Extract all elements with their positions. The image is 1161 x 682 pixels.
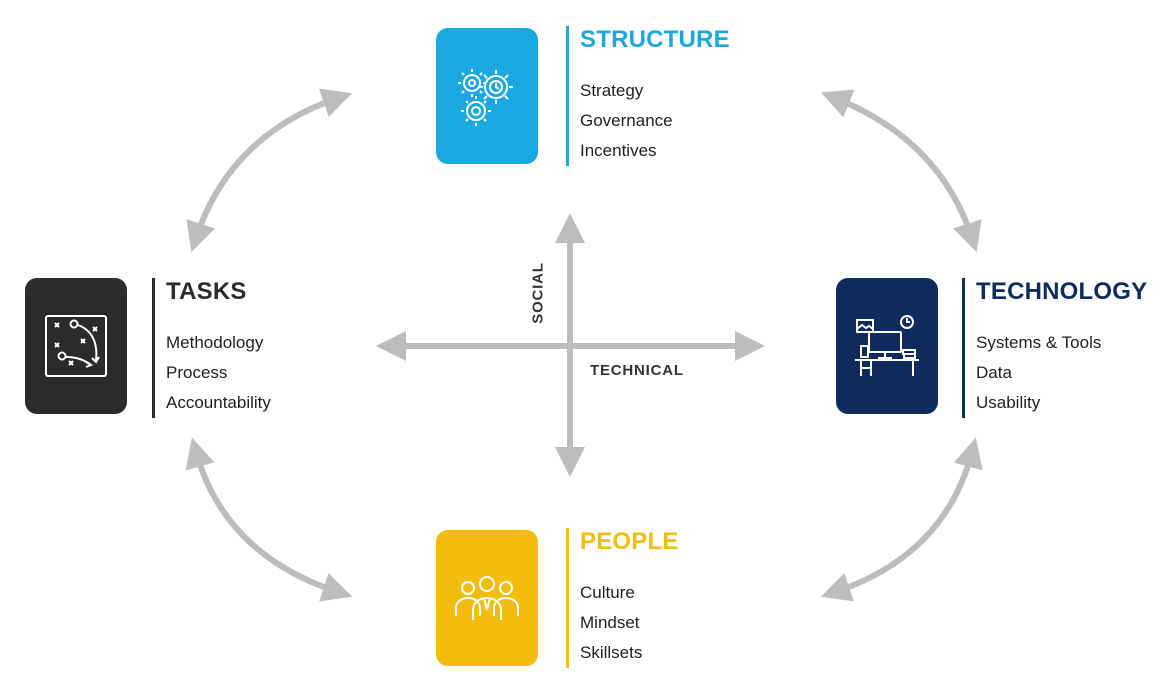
structure-item: Strategy <box>580 81 644 100</box>
tasks-item: Process <box>166 363 228 382</box>
technology-item: Systems & Tools <box>976 333 1102 352</box>
technology-item: Usability <box>976 393 1041 412</box>
arrow-tasks-people <box>185 437 353 602</box>
tasks-block: TASKS Methodology Process Accountability <box>152 278 271 418</box>
structure-item: Governance <box>580 111 673 130</box>
technology-title: TECHNOLOGY <box>976 278 1148 305</box>
technology-item: Data <box>976 363 1012 382</box>
tasks-title: TASKS <box>166 278 247 305</box>
technology-block: TECHNOLOGY Systems & Tools Data Usabilit… <box>962 278 1147 418</box>
team-icon <box>455 576 519 620</box>
social-axis-label: SOCIAL <box>529 262 547 324</box>
structure-title: STRUCTURE <box>580 26 730 53</box>
structure-block: STRUCTURE Strategy Governance Incentives <box>566 26 730 166</box>
arrow-technology-people <box>820 437 983 602</box>
people-tile <box>436 530 538 666</box>
desk-computer-icon <box>855 315 919 376</box>
structure-item: Incentives <box>580 141 657 160</box>
tasks-item: Accountability <box>166 393 271 412</box>
people-block: PEOPLE Culture Mindset Skillsets <box>566 528 679 668</box>
gears-icon <box>458 69 513 126</box>
tasks-tile <box>25 278 127 414</box>
people-item: Mindset <box>580 613 640 632</box>
people-item: Skillsets <box>580 643 643 662</box>
arrow-tasks-structure <box>186 88 353 253</box>
tasks-item: Methodology <box>166 333 264 352</box>
technical-axis-label: TECHNICAL <box>590 362 684 379</box>
arrow-structure-technology <box>821 89 982 253</box>
structure-tile <box>436 28 538 164</box>
technology-tile <box>836 278 938 414</box>
people-item: Culture <box>580 583 635 602</box>
play-diagram-icon <box>45 315 107 377</box>
people-title: PEOPLE <box>580 528 679 555</box>
